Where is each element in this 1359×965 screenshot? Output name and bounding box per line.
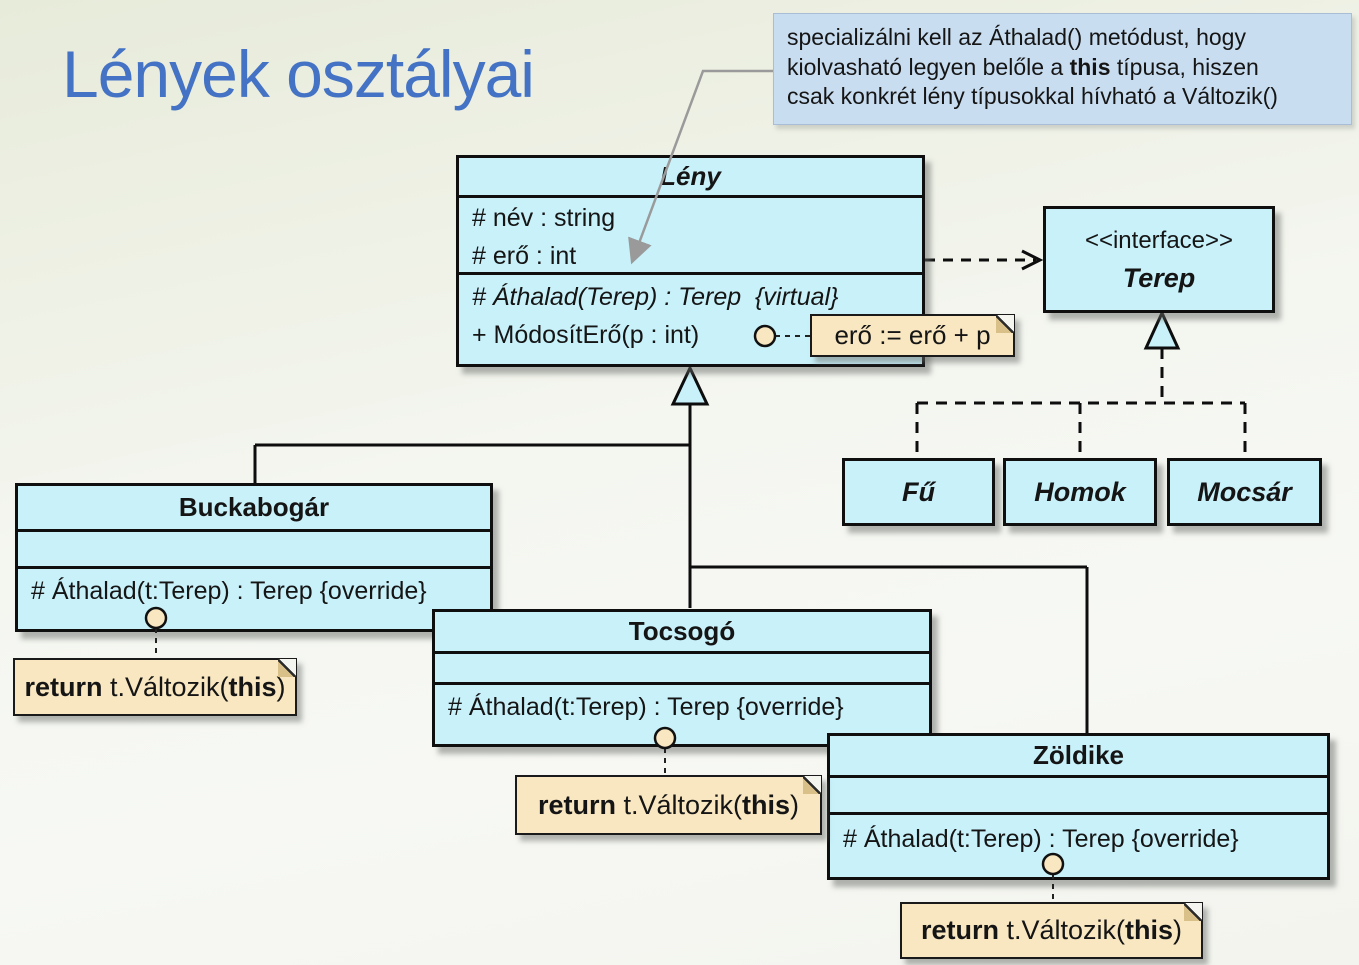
attribute-row: # név : string — [472, 204, 616, 232]
class-leny-title: Lény — [459, 158, 922, 198]
callout-bold-this: this — [1069, 53, 1111, 80]
class-buckabogar-methods: # Áthalad(t:Terep) : Terep {override} — [18, 569, 490, 629]
note-return-buckabogar: return t.Változik(this) — [13, 658, 297, 716]
interface-terep: <<interface>> Terep — [1043, 206, 1275, 313]
slide-title: Lények osztályai — [62, 37, 535, 111]
class-homok: Homok — [1003, 458, 1157, 526]
method-row: # Áthalad(t:Terep) : Terep {override} — [448, 693, 844, 721]
method-row: + MódosítErő(p : int) — [472, 321, 700, 349]
method-row: # Áthalad(Terep) : Terep {virtual} — [472, 283, 839, 311]
attribute-row: # erő : int — [472, 242, 577, 270]
callout-note: specializálni kell az Áthalad() metódust… — [773, 13, 1352, 125]
interface-stereotype: <<interface>> — [1084, 226, 1234, 254]
class-zoldike-title: Zöldike — [830, 736, 1327, 778]
class-tocsogo: Tocsogó # Áthalad(t:Terep) : Terep {over… — [432, 609, 932, 747]
class-zoldike-methods: # Áthalad(t:Terep) : Terep {override} — [830, 815, 1327, 877]
dependency-arrowhead — [1021, 249, 1044, 271]
callout-line-2: kiolvasható legyen belőle a this típusa,… — [787, 53, 1259, 80]
class-zoldike: Zöldike # Áthalad(t:Terep) : Terep {over… — [827, 733, 1330, 880]
class-tocsogo-methods: # Áthalad(t:Terep) : Terep {override} — [435, 685, 929, 744]
note-ero: erő := erő + p — [810, 314, 1015, 357]
note-return-zoldike: return t.Változik(this) — [900, 902, 1203, 959]
class-buckabogar-attributes — [18, 532, 490, 569]
class-zoldike-attributes — [830, 778, 1327, 815]
class-mocsar: Mocsár — [1167, 458, 1322, 526]
realization-triangle-terep — [1143, 309, 1181, 350]
class-tocsogo-attributes — [435, 654, 929, 685]
class-buckabogar: Buckabogár # Áthalad(t:Terep) : Terep {o… — [15, 483, 493, 632]
method-row: # Áthalad(t:Terep) : Terep {override} — [843, 825, 1239, 853]
class-leny-methods: # Áthalad(Terep) : Terep {virtual} + Mód… — [459, 275, 922, 364]
class-fu: Fű — [842, 458, 995, 526]
note-return-tocsogo: return t.Változik(this) — [515, 775, 822, 835]
generalization-triangle-leny — [670, 364, 710, 406]
method-row: # Áthalad(t:Terep) : Terep {override} — [31, 577, 427, 605]
callout-line-1: specializálni kell az Áthalad() metódust… — [787, 24, 1246, 50]
interface-terep-title: Terep — [1122, 262, 1196, 293]
class-leny-attributes: # név : string # erő : int — [459, 198, 922, 275]
class-tocsogo-title: Tocsogó — [435, 612, 929, 654]
callout-line-3: csak konkrét lény típusokkal hívható a V… — [787, 83, 1278, 109]
class-buckabogar-title: Buckabogár — [18, 486, 490, 532]
